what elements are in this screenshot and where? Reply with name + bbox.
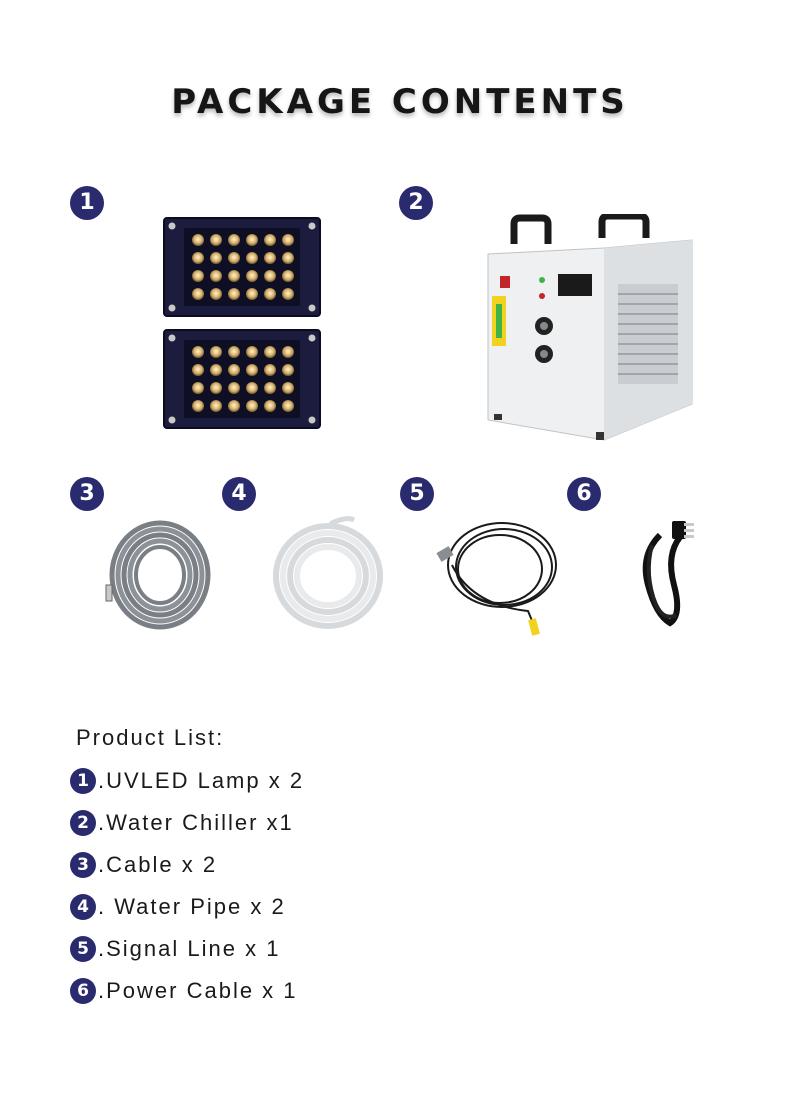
list-number-badge: 1 <box>70 768 96 794</box>
list-number-badge: 3 <box>70 852 96 878</box>
item-number-badge-6: 6 <box>567 477 601 511</box>
list-item-text: .Cable x 2 <box>98 852 218 877</box>
uvled-lamp-image <box>163 217 321 429</box>
list-item: 3 .Cable x 2 <box>70 850 217 880</box>
list-number-badge: 6 <box>70 978 96 1004</box>
list-item-text: . Water Pipe x 2 <box>98 894 286 919</box>
item-number-badge-2: 2 <box>399 186 433 220</box>
list-number-badge: 2 <box>70 810 96 836</box>
list-item-text: .Signal Line x 1 <box>98 936 281 961</box>
list-item: 5 .Signal Line x 1 <box>70 934 280 964</box>
list-item-text: .UVLED Lamp x 2 <box>98 768 305 793</box>
page-title: PACKAGE CONTENTS <box>171 82 629 122</box>
product-list-heading: Product List: <box>76 725 225 750</box>
list-item-text: .Power Cable x 1 <box>98 978 298 1003</box>
list-number-badge: 5 <box>70 936 96 962</box>
water-chiller-image <box>487 214 693 441</box>
list-item-text: .Water Chiller x1 <box>98 810 294 835</box>
list-item: 2 .Water Chiller x1 <box>70 808 294 838</box>
list-item: 6 .Power Cable x 1 <box>70 976 298 1006</box>
cable-coil-image <box>105 520 211 630</box>
power-cable-image <box>642 521 694 627</box>
list-item: 1 .UVLED Lamp x 2 <box>70 766 304 796</box>
signal-line-image <box>436 522 557 636</box>
water-pipe-coil-image <box>273 516 383 629</box>
uvled-lamp-top <box>163 217 321 317</box>
item-number-badge-3: 3 <box>70 477 104 511</box>
item-number-badge-5: 5 <box>400 477 434 511</box>
uvled-lamp-bottom <box>163 329 321 429</box>
item-number-badge-4: 4 <box>222 477 256 511</box>
list-item: 4 . Water Pipe x 2 <box>70 892 286 922</box>
item-number-badge-1: 1 <box>70 186 104 220</box>
list-number-badge: 4 <box>70 894 96 920</box>
